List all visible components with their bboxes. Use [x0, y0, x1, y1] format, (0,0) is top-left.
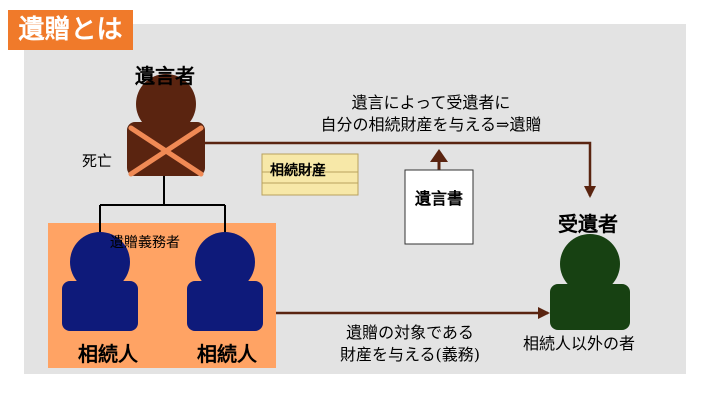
- duty-description: 遺贈の対象である 財産を与える(義務): [320, 322, 500, 366]
- testator-label: 遺言者: [135, 64, 195, 88]
- heir-figure-1: [62, 232, 138, 331]
- duty-description-line-2: 財産を与える(義務): [339, 345, 480, 364]
- deceased-cross-icon: [128, 125, 204, 177]
- will-label: 遺言書: [414, 189, 463, 208]
- obligor-group-label: 遺贈義務者: [110, 235, 180, 251]
- will-document-icon: [404, 169, 474, 245]
- bequest-description: 遺言によって受遺者に 自分の相続財産を与える⇒遺贈: [300, 92, 562, 136]
- recipient-label: 受遺者: [558, 212, 618, 236]
- recipient-figure: [550, 234, 630, 330]
- duty-description-line-1: 遺贈の対象である: [346, 323, 474, 342]
- heir-label-1: 相続人: [78, 342, 138, 366]
- heir-label-2: 相続人: [197, 342, 257, 366]
- recipient-description: 相続人以外の者: [523, 334, 636, 353]
- bequest-description-line-2: 自分の相続財産を与える⇒遺贈: [320, 115, 542, 134]
- death-label: 死亡: [82, 152, 113, 170]
- heir-figure-2: [187, 232, 263, 331]
- will-up-arrow-icon: [430, 149, 448, 170]
- page-title: 遺贈とは: [8, 10, 133, 50]
- bequest-description-line-1: 遺言によって受遺者に: [351, 93, 511, 112]
- bequest-arrow: [205, 141, 596, 198]
- estate-icon: [261, 153, 359, 196]
- estate-label: 相続財産: [270, 163, 326, 179]
- testator-figure: [127, 74, 205, 176]
